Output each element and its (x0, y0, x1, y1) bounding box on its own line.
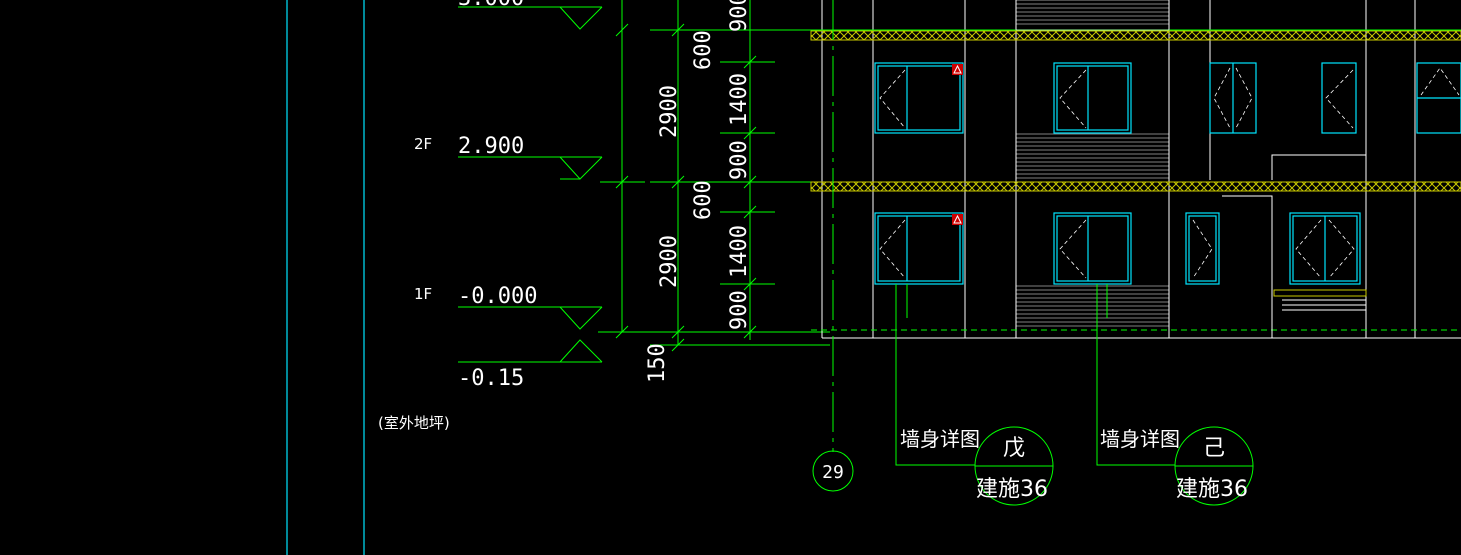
warning-marker-lower[interactable] (952, 214, 963, 225)
dim-1400-lower: 1400 (727, 225, 752, 278)
level-outdoor-value: -0.15 (458, 366, 524, 391)
window-1f-1[interactable] (874, 212, 964, 285)
warning-marker-upper[interactable] (952, 64, 963, 75)
building-elevation[interactable] (810, 0, 1461, 339)
wall-detail-callout-1[interactable]: 墙身详图 戊 建施36 (895, 284, 1054, 506)
dim-900-upper: 900 (727, 140, 752, 180)
level-mark-1f[interactable]: 1F -0.000 (414, 284, 603, 330)
window-1f-4[interactable] (1289, 212, 1361, 285)
window-2f-1[interactable] (874, 62, 964, 134)
floor-band-lower[interactable] (810, 181, 1461, 192)
callout-2-ref: 建施36 (1176, 477, 1248, 502)
level-mark-top[interactable]: 3.000 (458, 0, 603, 30)
dim-600-bottom: 600 (691, 180, 716, 220)
dim-600-top: 600 (691, 30, 716, 70)
dimension-chain-mid[interactable] (650, 0, 830, 352)
louvre-panel-bottom[interactable] (1016, 285, 1169, 327)
level-top-value: 3.000 (458, 0, 524, 11)
level-1f-value: -0.000 (458, 284, 537, 309)
dim-150: 150 (645, 343, 670, 383)
axis-tag-29: 29 (822, 462, 844, 483)
level-2f-value: 2.900 (458, 134, 524, 159)
window-2f-2[interactable] (1053, 62, 1132, 134)
wall-detail-callout-2[interactable]: 墙身详图 己 建施36 (1096, 284, 1254, 506)
outdoor-ground-label: (室外地坪) (378, 414, 450, 432)
callout-2-label: 墙身详图 (1100, 427, 1180, 451)
dim-1400-upper: 1400 (727, 73, 752, 126)
dim-900-top: 900 (727, 0, 752, 32)
dim-900-lower: 900 (727, 290, 752, 330)
level-1f-tag: 1F (414, 285, 432, 303)
axis-bubble-29[interactable]: 29 (812, 450, 854, 492)
level-2f-tag: 2F (414, 135, 432, 153)
level-mark-outdoor[interactable]: -0.15 (室外地坪) (378, 339, 603, 432)
floor-band-upper[interactable] (810, 30, 1461, 41)
louvre-panel-middle[interactable] (1016, 133, 1169, 179)
window-2f-4[interactable] (1321, 62, 1357, 134)
window-1f-3[interactable] (1185, 212, 1220, 285)
callout-2-mark: 己 (1203, 436, 1225, 461)
dimension-chain-left[interactable] (598, 0, 830, 339)
callout-1-mark: 戊 (1003, 436, 1025, 461)
window-1f-2[interactable] (1053, 212, 1132, 285)
callout-1-ref: 建施36 (976, 477, 1048, 502)
level-mark-2f[interactable]: 2F 2.900 (414, 134, 603, 180)
louvre-panel-top[interactable] (1015, 0, 1170, 31)
dimension-chain-right[interactable] (720, 0, 775, 340)
callout-1-label: 墙身详图 (900, 427, 980, 451)
